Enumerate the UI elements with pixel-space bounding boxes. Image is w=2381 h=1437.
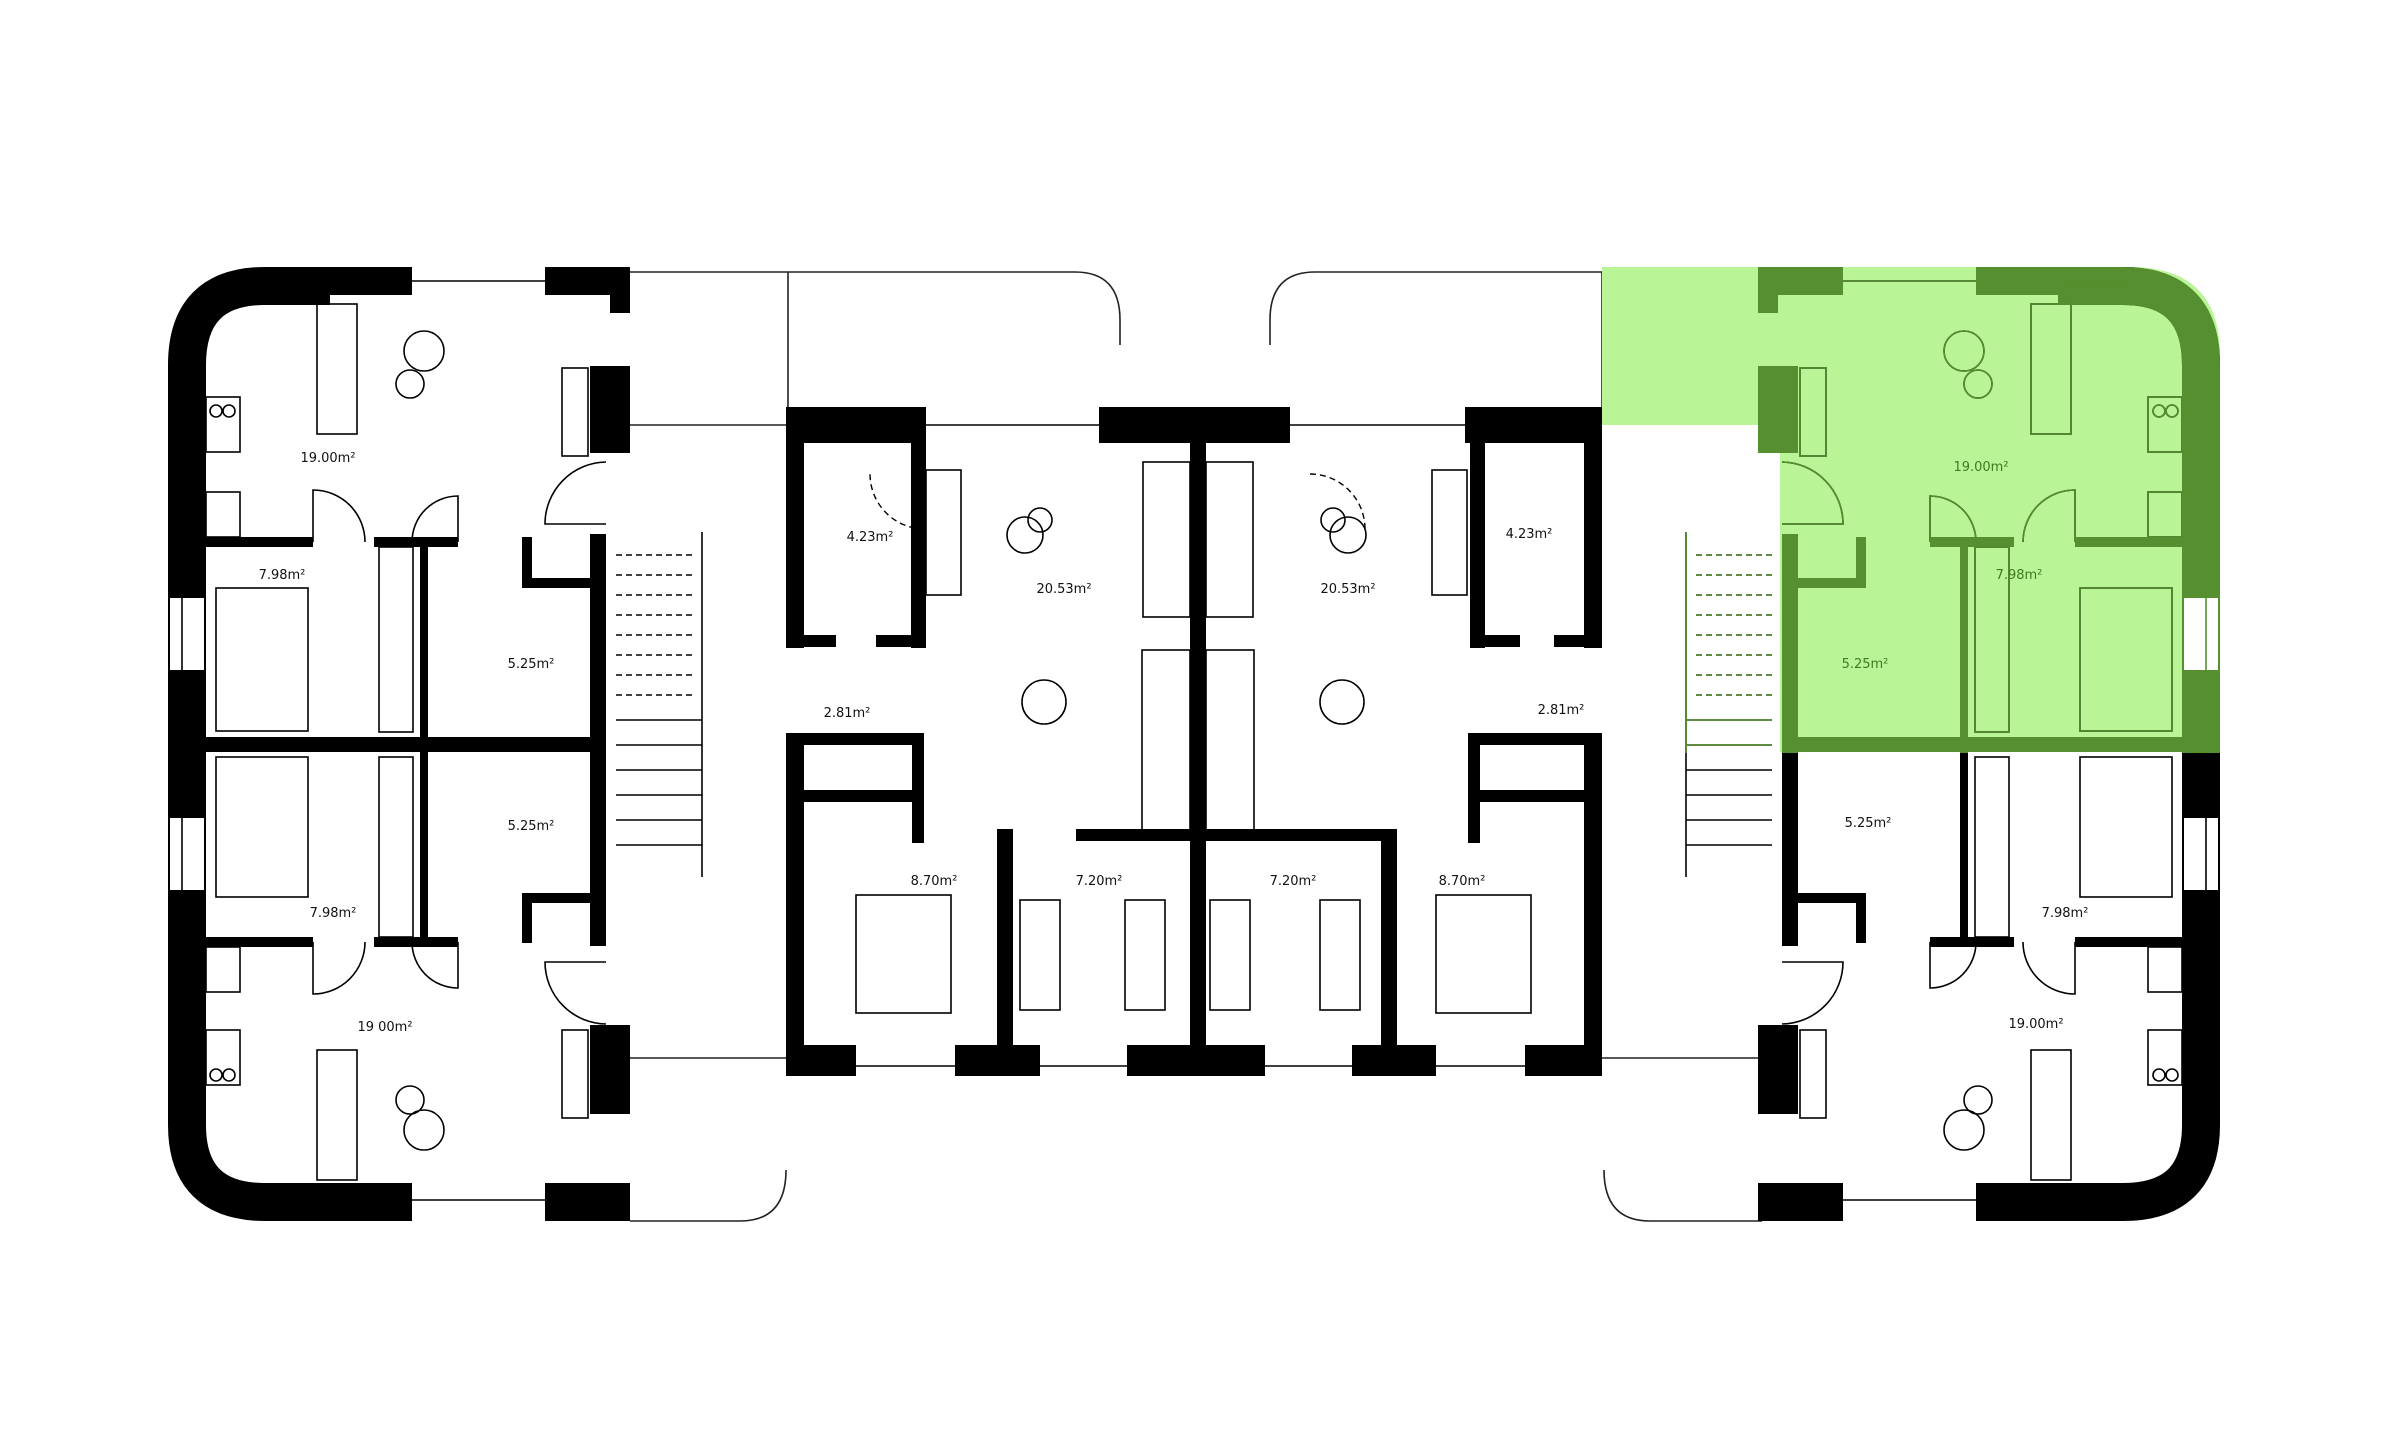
area-label: 7.98m² <box>2042 906 2089 921</box>
area-label: 20.53m² <box>1320 582 1375 597</box>
area-label: 5.25m² <box>1845 816 1892 831</box>
area-label: 19.00m² <box>2008 1017 2063 1032</box>
area-label: 7.20m² <box>1270 874 1317 889</box>
area-label: 2.81m² <box>1538 703 1585 718</box>
area-label: 5.25m² <box>508 657 555 672</box>
area-label: 7.98m² <box>1996 568 2043 583</box>
area-label: 7.98m² <box>310 906 357 921</box>
left-block-labels: 19.00m² 7.98m² 5.25m² 5.25m² 7.98m² 19 0… <box>259 451 555 1035</box>
area-label: 8.70m² <box>1439 874 1486 889</box>
area-label: 4.23m² <box>847 530 894 545</box>
area-label: 19.00m² <box>300 451 355 466</box>
center-block-walls <box>786 407 1602 1076</box>
center-block-labels: 4.23m² 20.53m² 2.81m² 8.70m² 7.20m² 7.20… <box>824 527 1585 889</box>
area-label: 5.25m² <box>508 819 555 834</box>
area-label: 8.70m² <box>911 874 958 889</box>
area-label: 7.20m² <box>1076 874 1123 889</box>
area-label: 5.25m² <box>1842 657 1889 672</box>
area-label: 19 00m² <box>357 1020 412 1035</box>
area-label: 20.53m² <box>1036 582 1091 597</box>
area-label: 19.00m² <box>1953 460 2008 475</box>
highlighted-unit[interactable] <box>1602 267 2220 752</box>
area-label: 2.81m² <box>824 706 871 721</box>
right-block-labels: 19.00m² 7.98m² 5.25m² 5.25m² 7.98m² 19.0… <box>1842 460 2089 1032</box>
area-label: 7.98m² <box>259 568 306 583</box>
left-block-walls <box>170 267 702 1221</box>
area-label: 4.23m² <box>1506 527 1553 542</box>
